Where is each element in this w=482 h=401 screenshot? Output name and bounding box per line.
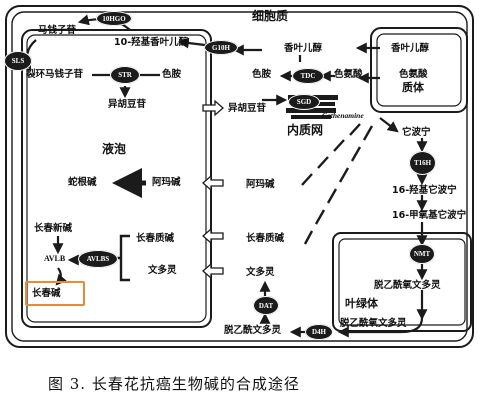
chloroplast-membrane-inner — [338, 238, 466, 326]
label-16-methoxytabersonine: 16-甲氧基它波宁 — [392, 210, 467, 221]
enzyme-dat: DAT — [253, 296, 279, 315]
label-tryptophan-cyto: 色氨酸 — [334, 69, 363, 80]
label-deacetoxyvindoline-bottom: 脱乙酰氧文多灵 — [340, 318, 407, 329]
label-loganin: 马钱子苷 — [38, 25, 77, 36]
label-tabersonine: 它波宁 — [402, 127, 431, 138]
label-deacetylvindoline: 脱乙酰文多灵 — [224, 325, 282, 336]
label-vindoline-cyto: 文多灵 — [246, 267, 275, 278]
enzyme-t16h: T16H — [409, 151, 436, 175]
enzyme-sgd: SGD — [288, 94, 320, 110]
er-to-chloroplast-dashes — [301, 123, 374, 245]
highlight-box-vincristine — [25, 281, 85, 306]
transport-arrow-ajmalicine — [202, 174, 224, 192]
label-cathenamine: Cathenamine — [322, 111, 364, 120]
label-tryptamine-vac: 色胺 — [162, 69, 182, 80]
cell-inner-wall — [11, 11, 468, 342]
transport-arrow-strictosidine — [202, 99, 224, 117]
label-deacetoxyvindoline-chloroplast: 脱乙酰氧文多灵 — [374, 280, 441, 291]
enzyme-nmt: NMT — [409, 244, 435, 264]
label-geraniol-plastid: 香叶儿醇 — [391, 43, 430, 54]
enzyme-str: STR — [110, 66, 140, 84]
reaction-arrows — [21, 14, 428, 338]
label-ajmalicine-cyto: 阿玛碱 — [246, 179, 275, 190]
label-tryptophan-plastid: 色氨酸 — [399, 69, 428, 80]
label-vinblastine: 长春新碱 — [34, 223, 73, 234]
label-strictosidine-cyto: 异胡豆苷 — [228, 103, 267, 114]
vacuole-membrane-inner — [26, 34, 207, 323]
label-strictosidine-vac: 异胡豆苷 — [108, 99, 147, 110]
label-10-hydroxygeraniol: 10-羟基香叶儿醇 — [114, 37, 189, 48]
arrow-cathenamine-tabersonine — [379, 117, 399, 133]
label-16-hydroxytabersonine: 16-羟基它波宁 — [392, 185, 457, 196]
enzyme-g10h: G10H — [204, 40, 238, 55]
transport-arrow-vindoline — [202, 262, 224, 280]
label-secologanin: 裂环马钱子苷 — [26, 69, 84, 80]
figure-caption: 图 3. 长春花抗癌生物碱的合成途径 — [48, 375, 300, 393]
label-tryptamine-cyto: 色胺 — [252, 69, 272, 80]
plastid-membrane-inner — [376, 33, 462, 107]
label-catharanthine-cyto: 长春质碱 — [246, 233, 285, 244]
enzyme-sls: SLS — [4, 51, 32, 71]
label-vincristine: 长春碱 — [32, 288, 61, 299]
transport-arrow-catharanthine — [202, 227, 224, 245]
label-serpentine: 蛇根碱 — [68, 177, 97, 188]
label-vacuole: 液泡 — [102, 142, 127, 156]
cell-outer-wall — [5, 5, 474, 348]
label-plastid: 质体 — [402, 81, 424, 94]
label-ajmalicine-vac: 阿玛碱 — [152, 177, 181, 188]
arrow-to-d4h — [337, 317, 424, 338]
enzyme-10hgo: 10HGO — [96, 11, 132, 26]
label-geraniol-cyto: 香叶儿醇 — [284, 43, 323, 54]
label-catharanthine-vac: 长春质碱 — [136, 233, 175, 244]
label-er: 内质网 — [287, 123, 324, 137]
enzyme-avlbs: AVLBS — [78, 250, 118, 268]
enzyme-tdc: TDC — [292, 68, 324, 84]
label-cytoplasm: 细胞质 — [252, 9, 289, 23]
label-avlb: AVLB — [44, 254, 66, 263]
label-vindoline-vac: 文多灵 — [148, 265, 177, 276]
arrow-g10h-10hg — [177, 37, 206, 49]
plastid-membrane-outer — [370, 27, 468, 113]
label-chloroplast: 叶绿体 — [345, 297, 378, 310]
enzyme-d4h: D4H — [305, 324, 333, 340]
membrane-transport-arrows — [202, 99, 224, 280]
